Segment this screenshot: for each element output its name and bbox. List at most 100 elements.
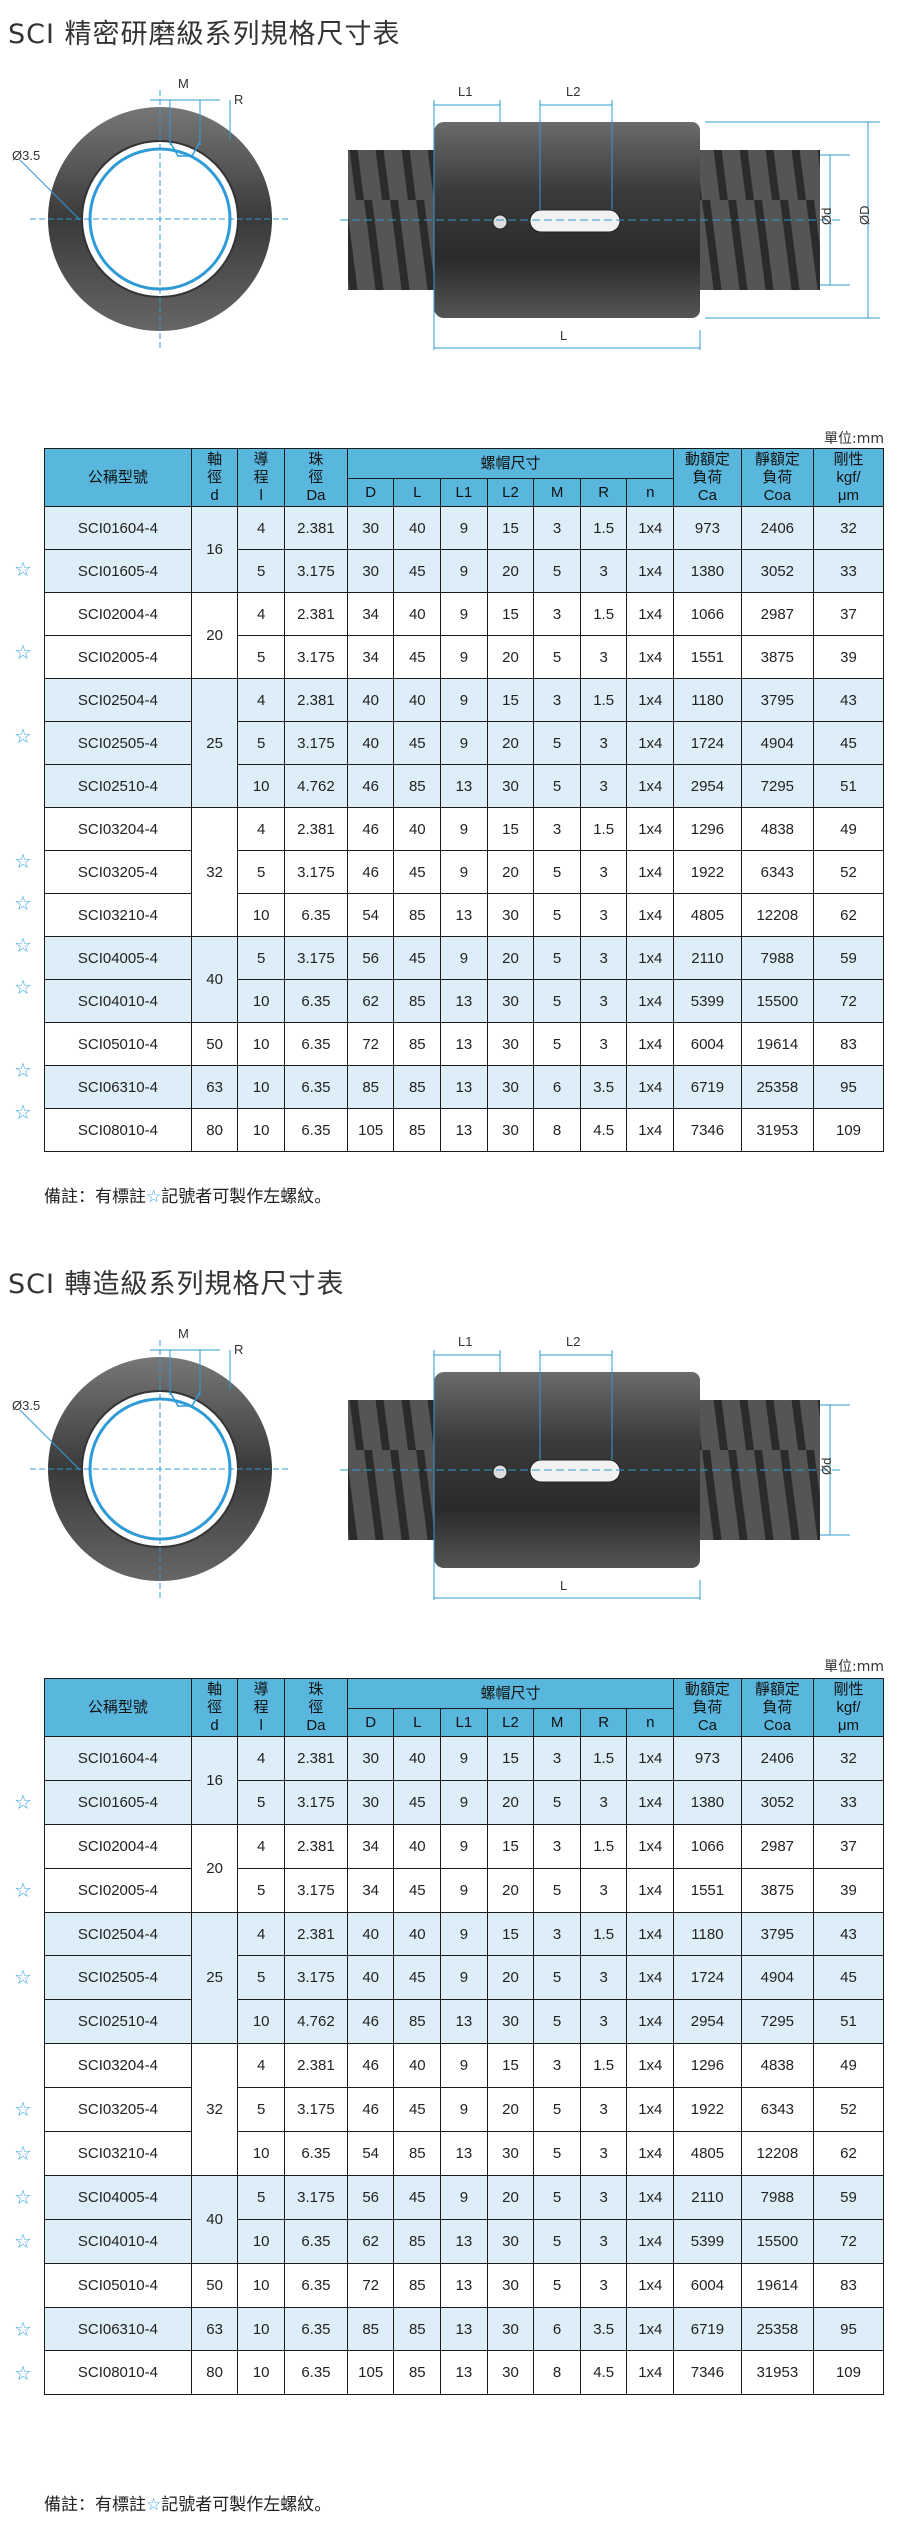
cell-lead: 5 bbox=[237, 549, 285, 593]
cell-d: 30 bbox=[346, 549, 395, 593]
cell-model: SCI04010-4 bbox=[44, 2218, 192, 2264]
cell-d: 56 bbox=[346, 936, 395, 980]
cell-model: SCI08010-4 bbox=[44, 1108, 192, 1152]
cell-l: 85 bbox=[393, 2218, 442, 2264]
cell-l: 85 bbox=[393, 2306, 442, 2352]
cell-n: 1x4 bbox=[626, 506, 675, 550]
cell-m: 5 bbox=[533, 2174, 581, 2220]
cell-lead: 4 bbox=[237, 1736, 285, 1781]
cell-lead: 10 bbox=[237, 2131, 285, 2176]
cell-d: 54 bbox=[346, 893, 395, 937]
cell-n: 1x4 bbox=[626, 678, 675, 722]
cell-m: 3 bbox=[533, 1823, 581, 1869]
cell-coa: 3875 bbox=[740, 635, 814, 679]
cell-m: 5 bbox=[533, 1999, 581, 2045]
cell-l1: 9 bbox=[440, 807, 488, 851]
cell-d: 34 bbox=[346, 1867, 395, 1913]
cell-d: 46 bbox=[346, 2087, 395, 2133]
cell-da: 3.175 bbox=[283, 850, 348, 894]
cell-lead: 5 bbox=[237, 1955, 285, 2001]
cell-n: 1x4 bbox=[626, 721, 675, 765]
cell-lead: 5 bbox=[237, 2174, 285, 2220]
header-line: d bbox=[210, 486, 219, 504]
cell-l2: 30 bbox=[486, 2218, 535, 2264]
cell-m: 3 bbox=[533, 1911, 581, 1957]
cell-d: 46 bbox=[346, 2043, 395, 2089]
cell-lead: 5 bbox=[237, 936, 285, 980]
cell-l1: 9 bbox=[440, 592, 488, 636]
cell-shaft-d: 40 bbox=[190, 936, 239, 1023]
header-model: 公稱型號 bbox=[44, 1678, 192, 1737]
cell-l2: 30 bbox=[486, 1065, 535, 1109]
cell-coa: 6343 bbox=[740, 850, 814, 894]
cell-l: 40 bbox=[393, 678, 442, 722]
cell-d: 46 bbox=[346, 1999, 395, 2045]
cell-model: SCI02505-4 bbox=[44, 1955, 192, 2001]
cell-n: 1x4 bbox=[626, 1736, 675, 1781]
header-sub-l2: L2 bbox=[486, 478, 535, 507]
cell-k: 37 bbox=[812, 1823, 885, 1869]
cell-l1: 13 bbox=[440, 1108, 488, 1152]
header-line: 程 bbox=[253, 1698, 269, 1716]
cell-l2: 20 bbox=[486, 2174, 535, 2220]
cell-k: 95 bbox=[812, 1065, 885, 1109]
cell-ca: 7346 bbox=[673, 1108, 742, 1152]
cell-shaft-d: 80 bbox=[190, 2350, 239, 2396]
cell-shaft-d: 20 bbox=[190, 592, 239, 679]
header-line: Da bbox=[306, 486, 326, 504]
cell-shaft-d: 50 bbox=[190, 2262, 239, 2308]
cell-model: SCI01605-4 bbox=[44, 1779, 192, 1825]
header-line: 軸 bbox=[207, 450, 223, 468]
cell-r: 3 bbox=[579, 1022, 628, 1066]
cell-ca: 4805 bbox=[673, 2131, 742, 2176]
cell-r: 3 bbox=[579, 893, 628, 937]
cell-l: 45 bbox=[393, 2087, 442, 2133]
cell-k: 109 bbox=[812, 1108, 885, 1152]
cell-m: 5 bbox=[533, 850, 581, 894]
cell-l: 85 bbox=[393, 979, 442, 1023]
header-line: 程 bbox=[253, 468, 269, 486]
cell-n: 1x4 bbox=[626, 979, 675, 1023]
nut-diagram-rolled: M R Ø3.5 L1 L2 L Ød bbox=[12, 1326, 850, 1600]
star-icon: ☆ bbox=[14, 556, 32, 581]
cell-l2: 20 bbox=[486, 1955, 535, 2001]
cell-l2: 30 bbox=[486, 1999, 535, 2045]
cell-k: 59 bbox=[812, 936, 885, 980]
cell-da: 6.35 bbox=[283, 893, 348, 937]
cell-l2: 15 bbox=[486, 1823, 535, 1869]
cell-m: 5 bbox=[533, 1955, 581, 2001]
cell-k: 32 bbox=[812, 1736, 885, 1781]
cell-l: 40 bbox=[393, 2043, 442, 2089]
cell-n: 1x4 bbox=[626, 807, 675, 851]
cell-shaft-d: 63 bbox=[190, 2306, 239, 2352]
cell-m: 5 bbox=[533, 635, 581, 679]
header-line: 負荷 bbox=[762, 468, 793, 486]
header-sub-r: R bbox=[579, 478, 628, 507]
cell-d: 105 bbox=[346, 1108, 395, 1152]
cell-d: 46 bbox=[346, 850, 395, 894]
cell-lead: 4 bbox=[237, 506, 285, 550]
cell-l1: 9 bbox=[440, 1779, 488, 1825]
cell-coa: 6343 bbox=[740, 2087, 814, 2133]
cell-ca: 2110 bbox=[673, 2174, 742, 2220]
cell-r: 4.5 bbox=[579, 1108, 628, 1152]
cell-k: 52 bbox=[812, 2087, 885, 2133]
star-icon: ☆ bbox=[14, 1789, 32, 1814]
header-line: 靜額定 bbox=[754, 1680, 800, 1698]
cell-r: 1.5 bbox=[579, 678, 628, 722]
cell-m: 5 bbox=[533, 936, 581, 980]
cell-model: SCI06310-4 bbox=[44, 2306, 192, 2352]
cell-coa: 25358 bbox=[740, 2306, 814, 2352]
star-icon: ☆ bbox=[14, 1058, 32, 1083]
cell-k: 52 bbox=[812, 850, 885, 894]
cell-da: 3.175 bbox=[283, 1955, 348, 2001]
